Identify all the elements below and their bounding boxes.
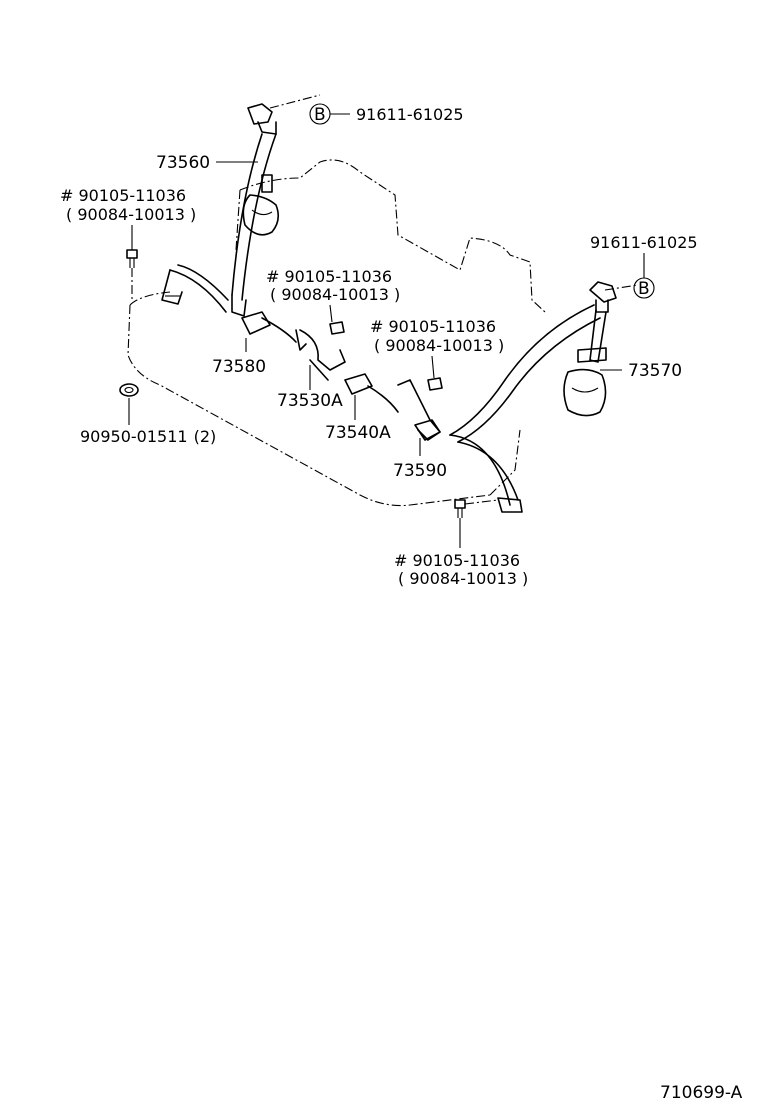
- bolt-bottom: [454, 499, 499, 548]
- left-seat-belt-assembly: [161, 94, 321, 317]
- rear-seat-outline: [127, 159, 546, 507]
- label-bolt-mid-left-alt: ( 90084-10013 ): [270, 285, 400, 304]
- right-seat-belt-assembly: [449, 281, 639, 513]
- label-73590: 73590: [393, 461, 447, 481]
- buckle-73530A: [299, 329, 346, 381]
- bolt-mid-right: [427, 355, 443, 391]
- buckle-73580: [241, 311, 307, 351]
- label-bolt-bottom: # 90105-11036: [394, 551, 520, 570]
- label-73560: 73560: [156, 153, 210, 173]
- buckle-73590: [397, 379, 441, 441]
- label-bolt-left-alt: ( 90084-10013 ): [66, 205, 196, 224]
- bolt-left: [126, 225, 138, 300]
- label-73530A: 73530A: [277, 391, 343, 411]
- label-bolt-mid-left: # 90105-11036: [266, 267, 392, 286]
- label-anchor-right: 91611-61025: [590, 233, 698, 252]
- label-90950: 90950-01511(2): [80, 427, 216, 446]
- label-73540A: 73540A: [325, 423, 391, 443]
- bolt-mid-left: [329, 304, 345, 335]
- diagram-code: 710699-A: [660, 1083, 743, 1103]
- label-bolt-left: # 90105-11036: [60, 186, 186, 205]
- svg-text:B: B: [314, 105, 326, 125]
- label-anchor-top: 91611-61025: [356, 105, 464, 124]
- buckle-73540A: [344, 373, 399, 413]
- label-bolt-bottom-alt: ( 90084-10013 ): [398, 569, 528, 588]
- washer-90950: [119, 383, 139, 397]
- label-bolt-mid-right-alt: ( 90084-10013 ): [374, 336, 504, 355]
- label-73580: 73580: [212, 357, 266, 377]
- svg-text:B: B: [638, 279, 650, 299]
- label-73570: 73570: [628, 361, 682, 381]
- b-marker-right: B: [633, 253, 655, 299]
- b-marker-top: B: [309, 103, 350, 125]
- label-bolt-mid-right: # 90105-11036: [370, 317, 496, 336]
